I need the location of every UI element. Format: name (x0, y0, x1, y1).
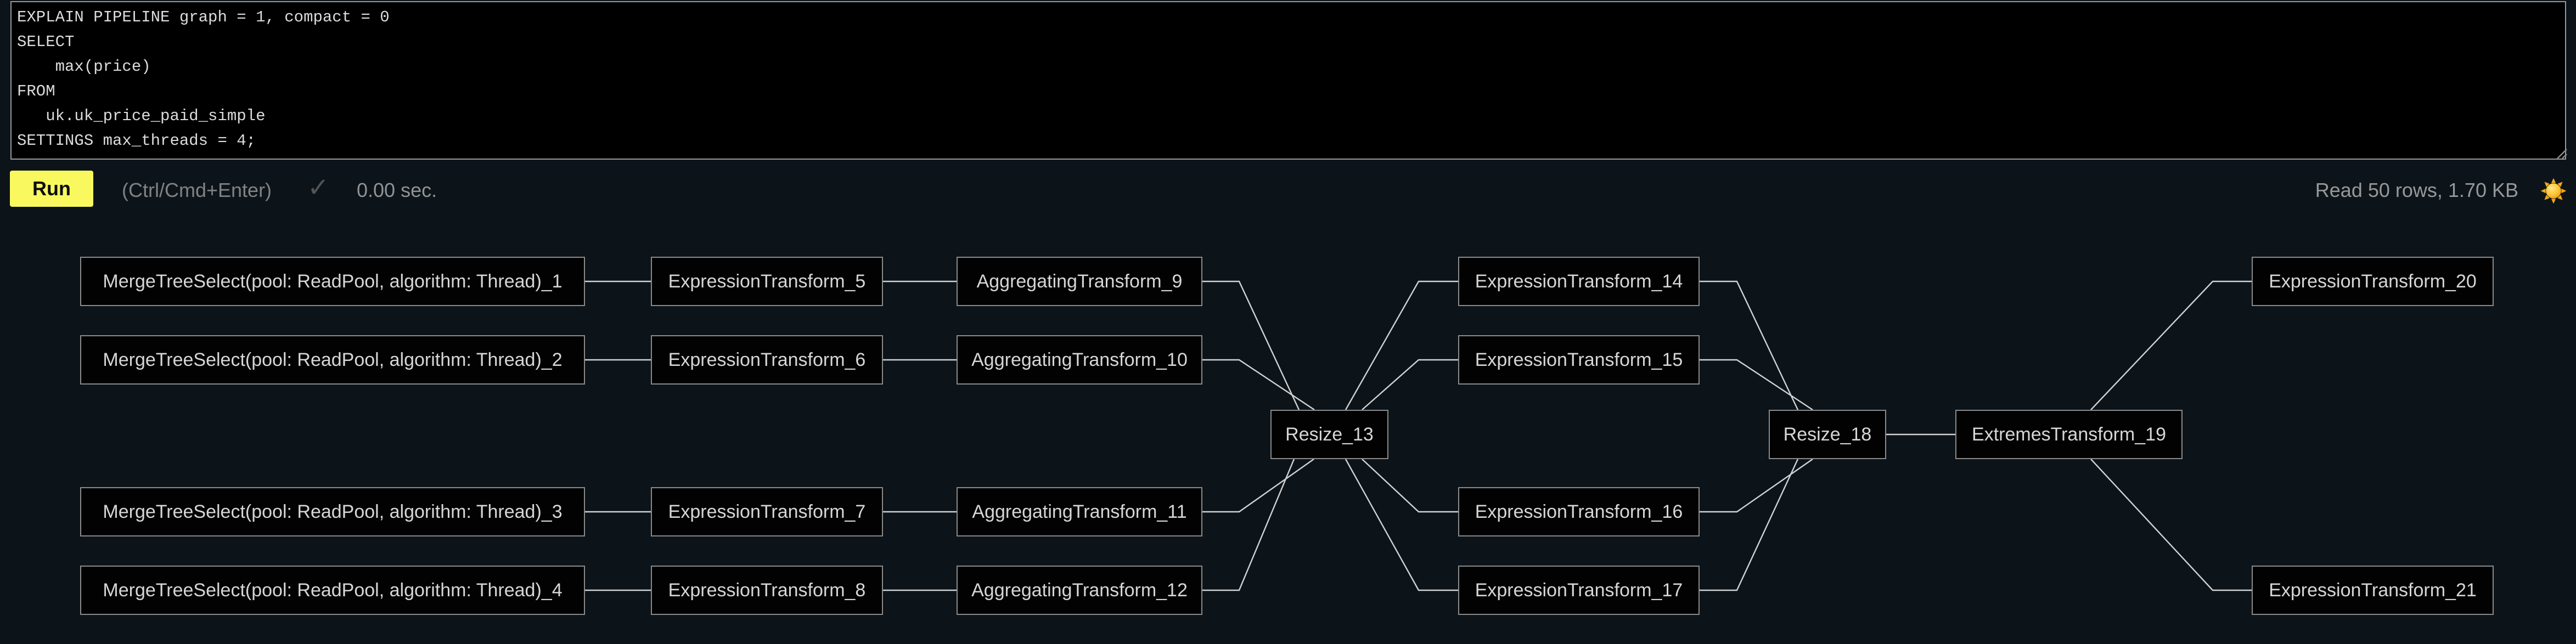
pipeline-node-et17: ExpressionTransform_17 (1458, 566, 1700, 615)
pipeline-node-et15: ExpressionTransform_15 (1458, 335, 1700, 385)
pipeline-edge-resize13-et14 (1345, 280, 1458, 410)
pipeline-node-mts2: MergeTreeSelect(pool: ReadPool, algorith… (80, 335, 585, 385)
pipeline-node-et8: ExpressionTransform_8 (651, 566, 883, 615)
run-shortcut-hint: (Ctrl/Cmd+Enter) (122, 179, 272, 201)
pipeline-edge-resize13-et17 (1345, 459, 1458, 591)
textarea-resize-grip-icon[interactable] (2553, 147, 2568, 160)
rows-read-stats: Read 50 rows, 1.70 KB (2315, 179, 2518, 201)
theme-toggle-sun-icon[interactable] (2540, 178, 2567, 204)
pipeline-edge-et15-resize18 (1700, 359, 1813, 411)
pipeline-node-resize18: Resize_18 (1769, 410, 1886, 459)
pipeline-node-mts1: MergeTreeSelect(pool: ReadPool, algorith… (80, 257, 585, 306)
pipeline-edge-at9-resize13 (1202, 280, 1300, 410)
pipeline-edge-extremes19-et21 (2090, 459, 2252, 591)
pipeline-node-extremes19: ExtremesTransform_19 (1955, 410, 2183, 459)
pipeline-edge-at10-resize13 (1202, 359, 1315, 410)
pipeline-edge-et16-resize18 (1700, 459, 1813, 513)
pipeline-edge-et17-resize18 (1700, 459, 1799, 591)
success-check-icon: ✓ (307, 173, 330, 202)
pipeline-edge-at11-resize13 (1202, 459, 1314, 513)
elapsed-time: 0.00 sec. (357, 179, 437, 201)
pipeline-node-resize13: Resize_13 (1270, 410, 1388, 459)
pipeline-node-et6: ExpressionTransform_6 (651, 335, 883, 385)
pipeline-node-et20: ExpressionTransform_20 (2252, 257, 2494, 306)
pipeline-node-et16: ExpressionTransform_16 (1458, 487, 1700, 536)
toolbar: Run (Ctrl/Cmd+Enter) ✓ 0.00 sec. Read 50… (0, 165, 2576, 219)
pipeline-node-at12: AggregatingTransform_12 (957, 566, 1202, 615)
pipeline-node-et14: ExpressionTransform_14 (1458, 257, 1700, 306)
pipeline-edge-resize13-et16 (1362, 459, 1458, 513)
pipeline-node-at11: AggregatingTransform_11 (957, 487, 1202, 536)
pipeline-node-at9: AggregatingTransform_9 (957, 257, 1202, 306)
pipeline-node-mts3: MergeTreeSelect(pool: ReadPool, algorith… (80, 487, 585, 536)
pipeline-edge-et14-resize18 (1700, 280, 1799, 410)
sql-editor-area (0, 0, 2576, 165)
pipeline-edge-at12-resize13 (1202, 459, 1295, 591)
pipeline-edge-extremes19-et20 (2090, 280, 2252, 410)
pipeline-node-et5: ExpressionTransform_5 (651, 257, 883, 306)
pipeline-node-mts4: MergeTreeSelect(pool: ReadPool, algorith… (80, 566, 585, 615)
sql-editor[interactable] (10, 1, 2566, 160)
pipeline-node-at10: AggregatingTransform_10 (957, 335, 1202, 385)
pipeline-edge-resize13-et15 (1362, 359, 1458, 410)
pipeline-node-et21: ExpressionTransform_21 (2252, 566, 2494, 615)
pipeline-node-et7: ExpressionTransform_7 (651, 487, 883, 536)
run-button[interactable]: Run (10, 171, 93, 207)
